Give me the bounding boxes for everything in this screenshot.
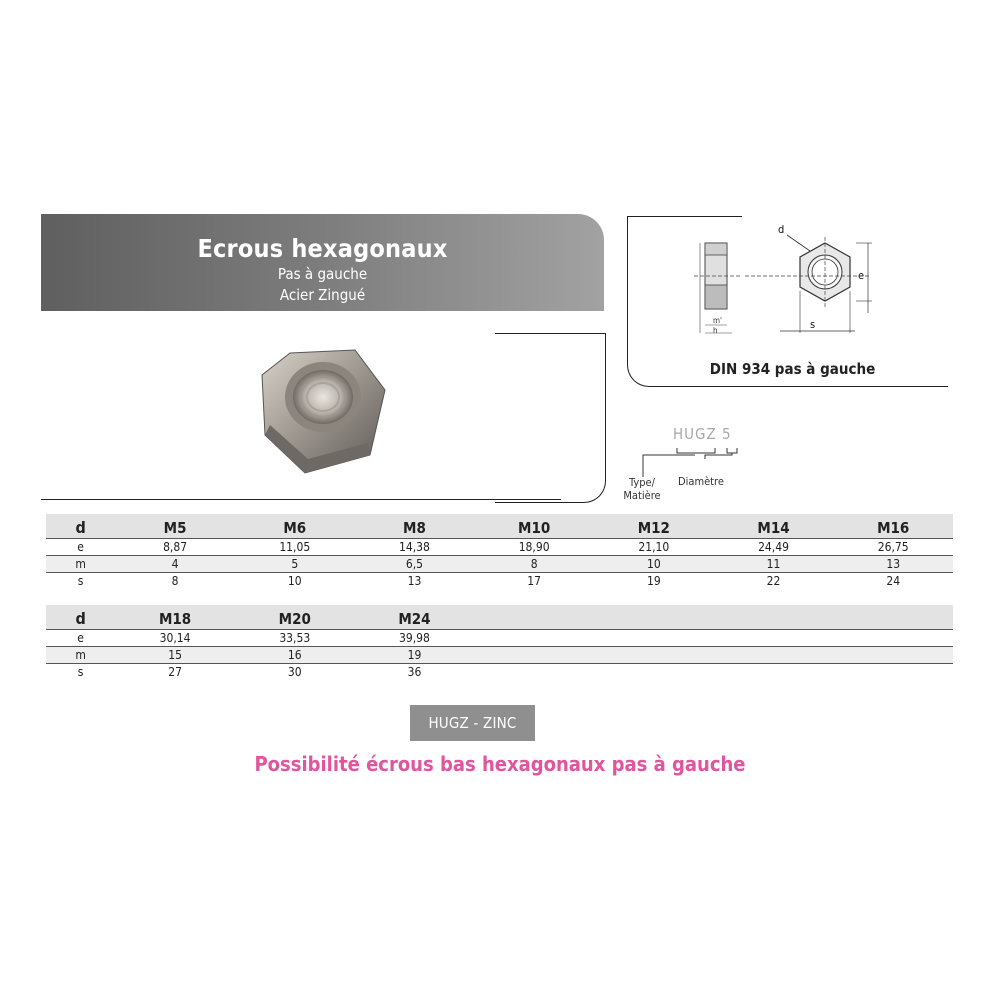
code-explanation: HUGZ 5 Type/Matière Diamètre bbox=[615, 425, 765, 505]
type-matiere-label: Type/Matière bbox=[623, 476, 661, 502]
table-row: s 8 10 13 17 19 22 24 bbox=[46, 572, 953, 589]
table-row: s 27 30 36 bbox=[46, 663, 953, 680]
hex-nut-photo bbox=[261, 349, 386, 474]
table-header-row: d M5 M6 M8 M10 M12 M14 M16 bbox=[46, 514, 953, 538]
dim-h-label: h bbox=[713, 326, 718, 335]
nut-technical-drawing: m' h d e s bbox=[694, 223, 872, 335]
dim-e-label: e bbox=[858, 269, 864, 282]
dim-d-label: d bbox=[778, 223, 784, 236]
diagram-frame bbox=[627, 216, 948, 387]
table-row: e 8,87 11,05 14,38 18,90 21,10 24,49 26,… bbox=[46, 538, 953, 555]
diametre-label: Diamètre bbox=[678, 475, 724, 488]
product-code: HUGZ 5 bbox=[673, 425, 732, 443]
table-row: e 30,14 33,53 39,98 bbox=[46, 629, 953, 646]
dim-s-label: s bbox=[810, 318, 815, 331]
title-banner: Ecrous hexagonaux Pas à gauche Acier Zin… bbox=[41, 214, 604, 311]
code-bracket-lines bbox=[642, 448, 738, 477]
low-nut-availability-note: Possibilité écrous bas hexagonaux pas à … bbox=[254, 752, 746, 776]
subtitle-material: Acier Zingué bbox=[279, 286, 366, 304]
page-title: Ecrous hexagonaux bbox=[197, 234, 448, 263]
dimensions-table-1: d M5 M6 M8 M10 M12 M14 M16 e 8,87 11,05 … bbox=[46, 514, 953, 589]
subtitle-thread: Pas à gauche bbox=[277, 265, 368, 283]
dimensions-table-2: d M18 M20 M24 e 30,14 33,53 39,98 m 15 1… bbox=[46, 605, 953, 680]
diagram-frame-top bbox=[627, 216, 742, 217]
product-frame-baseline bbox=[41, 499, 561, 500]
table-header-row: d M18 M20 M24 bbox=[46, 605, 953, 629]
diagram-caption: DIN 934 pas à gauche bbox=[709, 360, 876, 378]
dim-m-label: m' bbox=[713, 316, 722, 325]
hugz-zinc-button[interactable]: HUGZ - ZINC bbox=[410, 705, 535, 741]
product-frame bbox=[495, 333, 606, 503]
table-row: m 4 5 6,5 8 10 11 13 bbox=[46, 555, 953, 572]
table-row: m 15 16 19 bbox=[46, 646, 953, 663]
